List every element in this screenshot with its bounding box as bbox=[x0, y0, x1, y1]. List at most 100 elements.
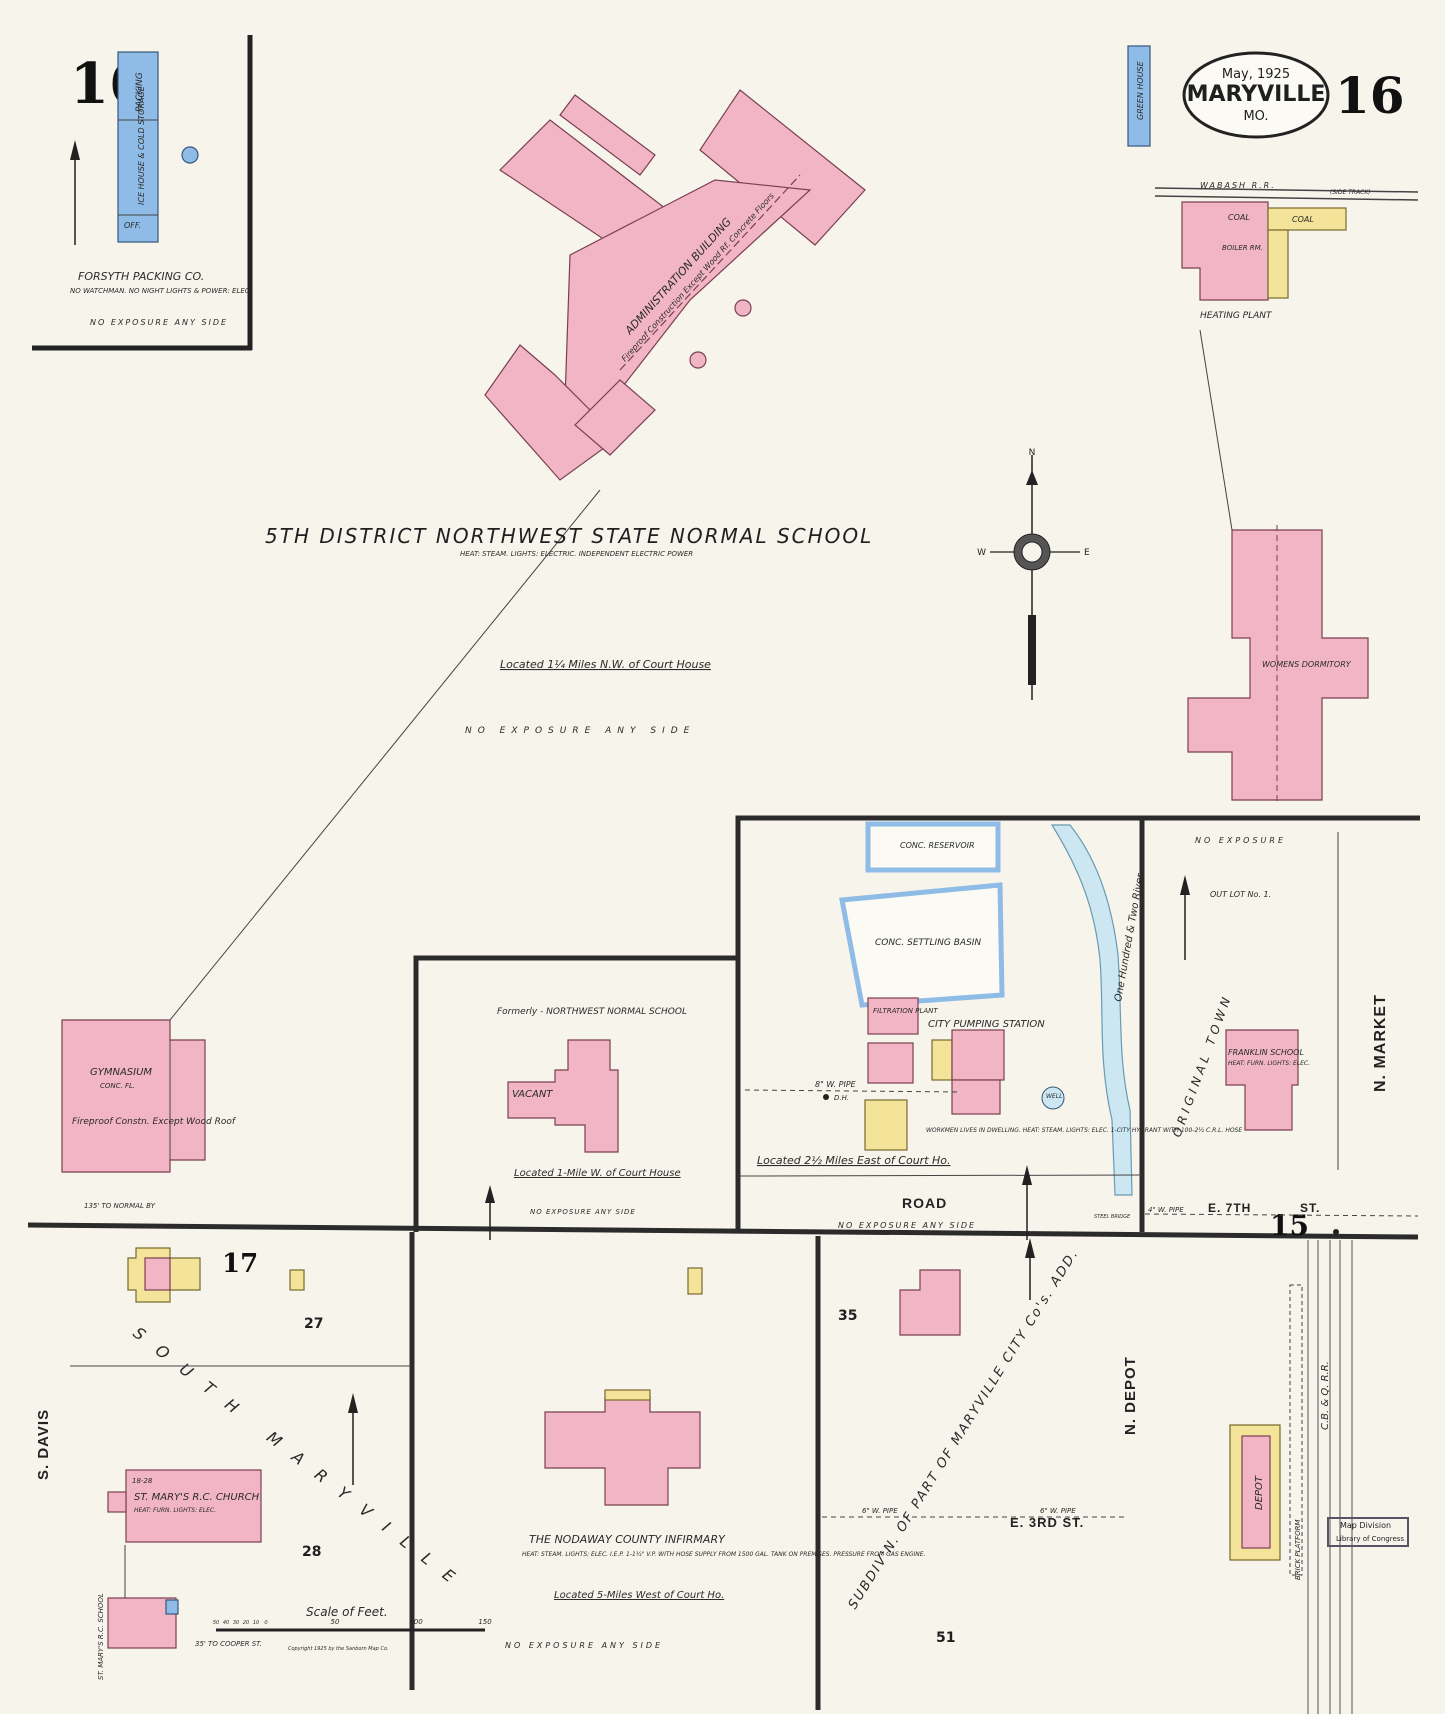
ice-house-label: ICE HOUSE & COLD STORAGE bbox=[137, 85, 146, 205]
auto-garage bbox=[289, 1269, 305, 1291]
svg-text:(SIDE TRACK): (SIDE TRACK) bbox=[1330, 189, 1371, 196]
campus-subtitle: HEAT: STEAM. LIGHTS: ELECTRIC. INDEPENDE… bbox=[460, 550, 693, 558]
svg-text:6" W. PIPE: 6" W. PIPE bbox=[1040, 1507, 1076, 1515]
svg-text:CONC. FL.: CONC. FL. bbox=[100, 1082, 135, 1090]
svg-text:NO EXPOSURE ANY SIDE: NO EXPOSURE ANY SIDE bbox=[505, 1641, 663, 1650]
inset-tank bbox=[181, 146, 199, 164]
fifteen-label: 15 bbox=[1270, 1209, 1309, 1242]
svg-text:6" W. PIPE: 6" W. PIPE bbox=[862, 1507, 898, 1515]
green-house: GREEN HOUSE bbox=[1127, 45, 1151, 147]
svg-text:BOILER RM.: BOILER RM. bbox=[1222, 244, 1263, 252]
svg-text:Formerly - NORTHWEST NORMAL SC: Formerly - NORTHWEST NORMAL SCHOOL bbox=[497, 1007, 687, 1017]
city-name: MARYVILLE bbox=[1187, 82, 1326, 107]
svg-text:ST.: ST. bbox=[1300, 1201, 1320, 1215]
scale-tick-label: 40 bbox=[223, 1620, 229, 1626]
svg-text:NO EXPOSURE: NO EXPOSURE bbox=[1195, 836, 1286, 845]
office-label: OFF. bbox=[124, 221, 141, 230]
svg-text:ST. MARY'S R.C. SCHOOL: ST. MARY'S R.C. SCHOOL bbox=[97, 1593, 105, 1680]
out-lot-label: OUT LOT No. 1. bbox=[1210, 890, 1271, 899]
vacant-building bbox=[507, 1039, 619, 1153]
inset-company: FORSYTH PACKING CO. bbox=[78, 270, 204, 283]
svg-text:4" W. PIPE: 4" W. PIPE bbox=[1148, 1206, 1184, 1214]
svg-text:BRICK PLATFORM: BRICK PLATFORM bbox=[1294, 1519, 1302, 1580]
infirmary-label: THE NODAWAY COUNTY INFIRMARY bbox=[529, 1533, 726, 1546]
packing-label: PACKING bbox=[135, 72, 145, 112]
svg-text:FRANKLIN SCHOOL: FRANKLIN SCHOOL bbox=[1228, 1048, 1304, 1057]
svg-text:135' TO NORMAL BY: 135' TO NORMAL BY bbox=[84, 1202, 156, 1210]
e7th-label: E. 7TH bbox=[1208, 1201, 1251, 1215]
railroad-cbq: C.B. & Q. R.R. BRICK PLATFORM DEPOT bbox=[1229, 1240, 1353, 1714]
svg-text:NO EXPOSURE ANY SIDE: NO EXPOSURE ANY SIDE bbox=[838, 1221, 976, 1230]
svg-text:Located 5-Miles West of Court: Located 5-Miles West of Court Ho. bbox=[554, 1590, 724, 1601]
e3rd-label: E. 3RD ST. bbox=[1010, 1515, 1084, 1530]
womens-dormitory: WOMENS DORMITORY bbox=[1187, 525, 1369, 805]
river bbox=[1050, 824, 1133, 1196]
svg-text:HEAT: FURN. LIGHTS: ELEC.: HEAT: FURN. LIGHTS: ELEC. bbox=[1228, 1060, 1310, 1067]
svg-text:FILTRATION PLANT: FILTRATION PLANT bbox=[873, 1007, 938, 1015]
st-marys-school bbox=[107, 1597, 177, 1649]
inset-exposure: NO EXPOSURE ANY SIDE bbox=[90, 318, 228, 327]
scale-tick-label: 100 bbox=[409, 1618, 423, 1626]
pumping-note: WORKMEN LIVES IN DWELLING. HEAT: STEAM. … bbox=[926, 1127, 1242, 1134]
infirmary: THE NODAWAY COUNTY INFIRMARY HEAT: STEAM… bbox=[505, 1389, 926, 1650]
inset-note: NO WATCHMAN. NO NIGHT LIGHTS & POWER: EL… bbox=[70, 287, 252, 295]
conc-reservoir bbox=[865, 821, 1001, 873]
svg-text:GREEN HOUSE: GREEN HOUSE bbox=[1136, 60, 1145, 120]
compass-rose-icon: N W E bbox=[977, 448, 1090, 700]
svg-text:E: E bbox=[1084, 548, 1090, 558]
svg-text:N: N bbox=[1029, 448, 1036, 458]
svg-text:COAL: COAL bbox=[1292, 215, 1314, 224]
north-arrow-icon bbox=[485, 1185, 495, 1240]
north-arrow-icon bbox=[70, 140, 80, 245]
scale-tick-label: 30 bbox=[233, 1620, 239, 1626]
pumping-location: Located 2½ Miles East of Court Ho. bbox=[757, 1154, 951, 1167]
pumping-station-block: CONC. RESERVOIR CONC. SETTLING BASIN One… bbox=[739, 821, 1242, 1240]
cbq-label: C.B. & Q. R.R. bbox=[1320, 1361, 1331, 1430]
svg-text:18-28: 18-28 bbox=[132, 1477, 153, 1485]
scale-tick-label: 150 bbox=[478, 1618, 492, 1626]
svg-text:CONC. RESERVOIR: CONC. RESERVOIR bbox=[900, 841, 975, 850]
north-arrow-icon bbox=[1022, 1165, 1032, 1240]
svg-text:Copyright 1925 by the Sanborn: Copyright 1925 by the Sanborn Map Co. bbox=[288, 1646, 389, 1652]
heating-plant: WABASH R.R. (SIDE TRACK) COAL COAL BOILE… bbox=[1154, 181, 1419, 321]
depot-building bbox=[1241, 1435, 1271, 1549]
block-boundaries bbox=[27, 815, 1420, 1710]
franklin-school-block: NO EXPOSURE OUT LOT No. 1. ORIGINAL TOWN… bbox=[1170, 832, 1389, 1170]
conc-settling-basin bbox=[839, 882, 1005, 1008]
s-davis-label: S. DAVIS bbox=[35, 1409, 52, 1480]
block-35: 35 bbox=[838, 1308, 857, 1324]
svg-text:D.H.: D.H. bbox=[834, 1094, 849, 1102]
svg-text:8" W. PIPE: 8" W. PIPE bbox=[815, 1080, 857, 1089]
svg-text:CONC. SETTLING BASIN: CONC. SETTLING BASIN bbox=[875, 938, 981, 948]
former-normal-school-block: Formerly - NORTHWEST NORMAL SCHOOL VACAN… bbox=[485, 1007, 687, 1240]
block-17: 17 bbox=[222, 1249, 258, 1279]
state-name: MO. bbox=[1243, 109, 1268, 124]
church-label: ST. MARY'S R.C. CHURCH bbox=[134, 1492, 260, 1503]
scale-of-feet: Scale of Feet. Copyright 1925 by the San… bbox=[216, 1605, 485, 1652]
map-date: May, 1925 bbox=[1222, 67, 1290, 82]
block-28: 28 bbox=[302, 1544, 321, 1560]
svg-text:HEAT: STEAM. LIGHTS: ELEC. I.E: HEAT: STEAM. LIGHTS: ELEC. I.E.P. 1-1½" … bbox=[522, 1551, 926, 1558]
svg-text:VACANT: VACANT bbox=[512, 1089, 553, 1100]
svg-text:Scale of Feet.: Scale of Feet. bbox=[306, 1605, 388, 1619]
pumping-title: CITY PUMPING STATION bbox=[928, 1019, 1045, 1030]
scale-tick-label: 0 bbox=[264, 1620, 267, 1626]
st-marys-church: 18-28 ST. MARY'S R.C. CHURCH HEAT: FURN.… bbox=[97, 1469, 262, 1680]
campus-location: Located 1¼ Miles N.W. of Court House bbox=[500, 658, 711, 671]
svg-text:Library of Congress: Library of Congress bbox=[1336, 1535, 1404, 1543]
svg-text:HEAT: FURN. LIGHTS: ELEC.: HEAT: FURN. LIGHTS: ELEC. bbox=[134, 1507, 216, 1514]
n-market-label: N. MARKET bbox=[1372, 994, 1389, 1092]
block-27: 27 bbox=[304, 1316, 323, 1332]
svg-text:COAL: COAL bbox=[1228, 213, 1250, 222]
svg-text:Map Division: Map Division bbox=[1340, 1521, 1391, 1530]
svg-text:WELL: WELL bbox=[1046, 1093, 1062, 1100]
svg-text:NO EXPOSURE ANY SIDE: NO EXPOSURE ANY SIDE bbox=[530, 1208, 636, 1216]
scale-tick-label: 50 bbox=[331, 1618, 340, 1626]
dwelling-block35 bbox=[899, 1269, 961, 1336]
svg-text:W: W bbox=[977, 548, 986, 558]
n-depot-label: N. DEPOT bbox=[1122, 1356, 1139, 1435]
library-stamp: Map Division Library of Congress bbox=[1327, 1517, 1409, 1547]
sheet-number-right: 16 bbox=[1335, 66, 1405, 125]
wabash-railroad: WABASH R.R. bbox=[1200, 181, 1276, 190]
filtration-plant bbox=[867, 997, 919, 1035]
